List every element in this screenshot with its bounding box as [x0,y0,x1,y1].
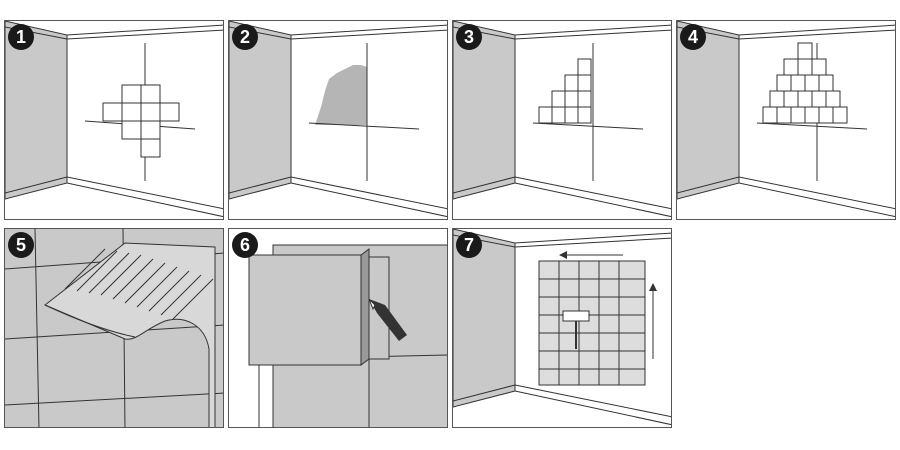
room-illustration [677,21,895,218]
room-illustration [453,229,671,426]
room-illustration [229,21,447,218]
step-4-panel: 4 [676,20,896,220]
step-number-badge: 1 [8,24,34,50]
step-3-panel: 3 [452,20,672,220]
step-number-badge: 5 [8,232,34,258]
tile-wall-grid [538,260,646,386]
step-6-panel: 6 [228,228,448,428]
room-illustration [5,21,223,218]
step-1-panel: 1 [4,20,224,220]
tile-cut-illustration [229,229,447,427]
arrow-left-icon [559,251,623,259]
arrow-up-icon [649,283,657,359]
room-illustration [453,21,671,218]
step-2-panel: 2 [228,20,448,220]
tile-back-illustration [5,229,223,427]
pencil-icon [368,298,407,341]
paint-roller-icon [562,310,590,349]
step-number-badge: 3 [456,24,482,50]
step-number-badge: 6 [232,232,258,258]
step-number-badge: 7 [456,232,482,258]
step-number-badge: 2 [232,24,258,50]
step-number-badge: 4 [680,24,706,50]
step-7-panel: 7 [452,228,672,428]
step-5-panel: 5 [4,228,224,428]
